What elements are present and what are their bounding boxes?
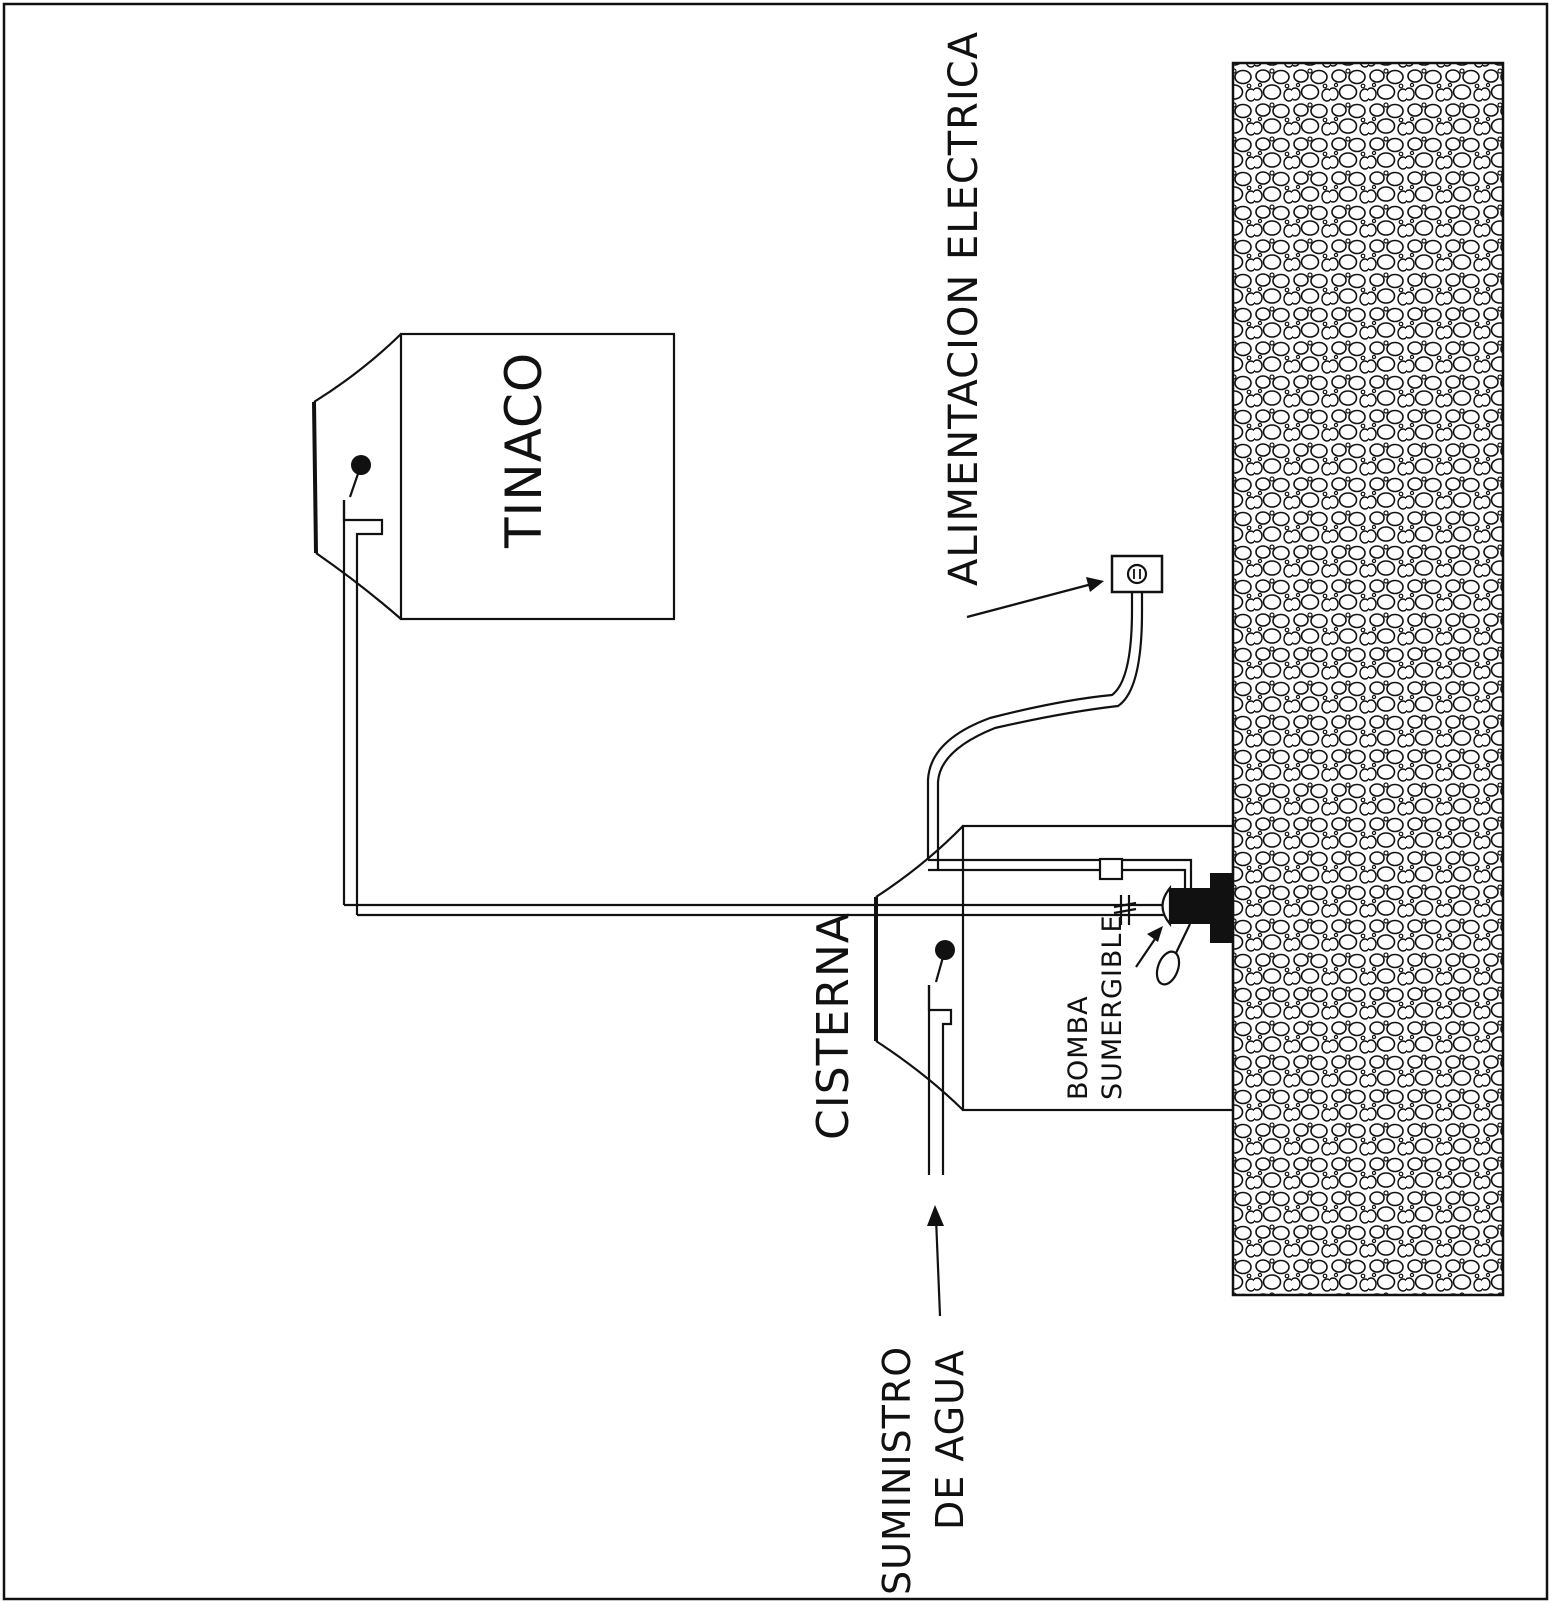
gravel-ground [1231,61,1505,1297]
label-cisterna: CISTERNA [808,912,859,1140]
label-bomba-line1: BOMBA [1063,995,1094,1100]
cisterna-tank [874,824,1235,1175]
tinaco-tank [312,332,676,915]
label-alimentacion: ALIMENTACION ELECTRICA [941,31,987,586]
arrow-alimentacion [966,577,1104,619]
arrow-bomba [1135,926,1163,968]
label-suministro-line2: DE AGUA [928,1349,972,1530]
arrow-suministro [927,1205,944,1317]
label-suministro-line1: SUMINISTRO [875,1346,919,1595]
electric-cable [926,592,1193,888]
submersible-pump [1113,873,1234,986]
electrical-outlet [1110,554,1164,594]
label-bomba-line2: SUMERGIBLE [1097,914,1128,1100]
discharge-pipe [344,903,1170,917]
label-tinaco: TINACO [495,352,553,549]
